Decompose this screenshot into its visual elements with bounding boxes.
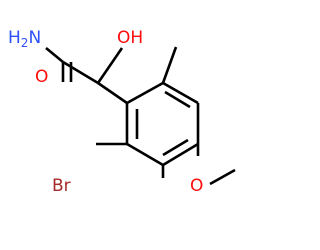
bond-o-methyl <box>209 168 236 186</box>
bond-methyl-top <box>161 46 178 84</box>
ring-bond-2 <box>162 81 199 105</box>
nh2-n: N <box>28 28 41 48</box>
bond-calpha-ring <box>97 81 128 105</box>
molecule-diagram: H2N O OH Br O <box>8 28 236 196</box>
amide-nitrogen-label: H2N <box>8 28 41 50</box>
ring-bond-1 <box>126 81 164 105</box>
bond-layer <box>45 46 236 186</box>
ring-bond-5 <box>126 142 164 167</box>
carbonyl-oxygen-label: O <box>35 67 48 87</box>
ether-oxygen-label: O <box>190 176 203 196</box>
nh2-subscript: 2 <box>21 36 29 50</box>
ring-inner-2 <box>162 138 189 157</box>
bond-c-nh2 <box>45 46 64 64</box>
bond-calpha-oh <box>96 47 124 84</box>
ring-inner-3 <box>164 90 191 109</box>
structure-svg: H2N O OH Br O <box>8 28 236 196</box>
nh2-h: H <box>8 28 21 48</box>
bromine-label: Br <box>52 176 71 196</box>
hydroxyl-label: OH <box>117 28 143 48</box>
ring-bond-4 <box>162 142 199 167</box>
label-layer: H2N O OH Br O <box>8 28 203 196</box>
bond-c-calpha <box>62 60 99 85</box>
